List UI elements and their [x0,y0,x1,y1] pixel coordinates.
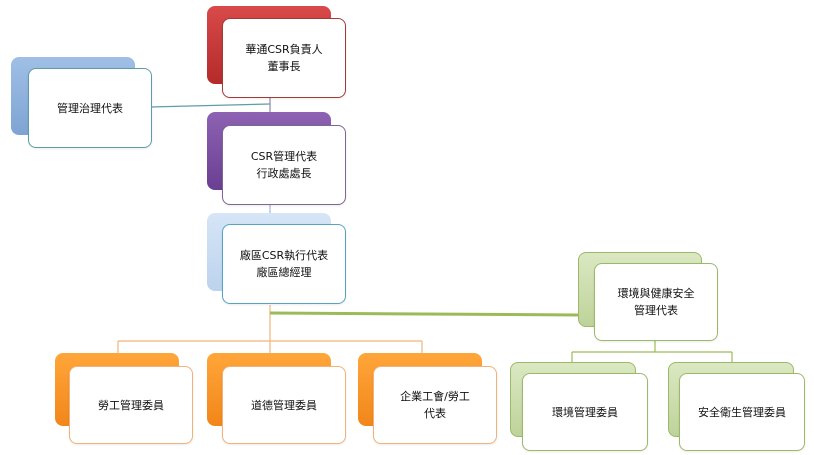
node-chairman: 華通CSR負責人 董事長 [207,6,346,98]
node-governance-card: 管理治理代表 [28,68,152,148]
node-ehs-representative-line1: 環境與健康安全 [617,287,695,300]
node-environment-committee-line1: 環境管理委員 [552,405,618,419]
node-plant-representative: 廠區CSR執行代表 廠區總經理 [207,213,346,304]
node-csr-representative-card: CSR管理代表 行政處處長 [222,125,346,205]
node-chairman-line2: 董事長 [267,60,301,73]
node-chairman-card: 華通CSR負責人 董事長 [222,18,346,98]
node-csr-representative: CSR管理代表 行政處處長 [207,112,346,205]
node-safety-committee: 安全衛生管理委員 [668,362,805,451]
node-safety-committee-line1: 安全衛生管理委員 [698,405,786,419]
node-labor-committee-line1: 勞工管理委員 [98,398,164,412]
node-governance: 管理治理代表 [11,57,152,148]
node-union-representative-card: 企業工會/勞工 代表 [373,366,497,444]
node-ehs-representative: 環境與健康安全 管理代表 [578,252,718,341]
node-ehs-representative-line2: 管理代表 [634,304,678,317]
node-plant-representative-card: 廠區CSR執行代表 廠區總經理 [222,224,346,304]
node-ethics-committee-card: 道德管理委員 [222,366,346,444]
node-ethics-committee-line1: 道德管理委員 [251,398,317,412]
node-plant-representative-line2: 廠區總經理 [256,266,312,279]
node-csr-representative-line1: CSR管理代表 [250,150,318,163]
node-labor-committee-card: 勞工管理委員 [69,366,193,444]
node-labor-committee: 勞工管理委員 [55,353,193,444]
connector-plant-ehs [269,311,579,317]
connector-governance [149,103,271,108]
node-safety-committee-card: 安全衛生管理委員 [679,373,805,451]
node-governance-line1: 管理治理代表 [57,101,123,115]
node-environment-committee-card: 環境管理委員 [522,373,648,451]
node-ethics-committee: 道德管理委員 [207,353,346,444]
node-union-representative: 企業工會/勞工 代表 [358,353,497,444]
node-union-representative-line2: 代表 [424,407,446,420]
node-csr-representative-line2: 行政處處長 [256,167,312,180]
node-chairman-line1: 華通CSR負責人 [245,43,323,56]
node-environment-committee: 環境管理委員 [510,362,648,451]
node-ehs-representative-card: 環境與健康安全 管理代表 [594,263,718,341]
node-union-representative-line1: 企業工會/勞工 [400,390,470,403]
node-plant-representative-line1: 廠區CSR執行代表 [239,249,329,262]
